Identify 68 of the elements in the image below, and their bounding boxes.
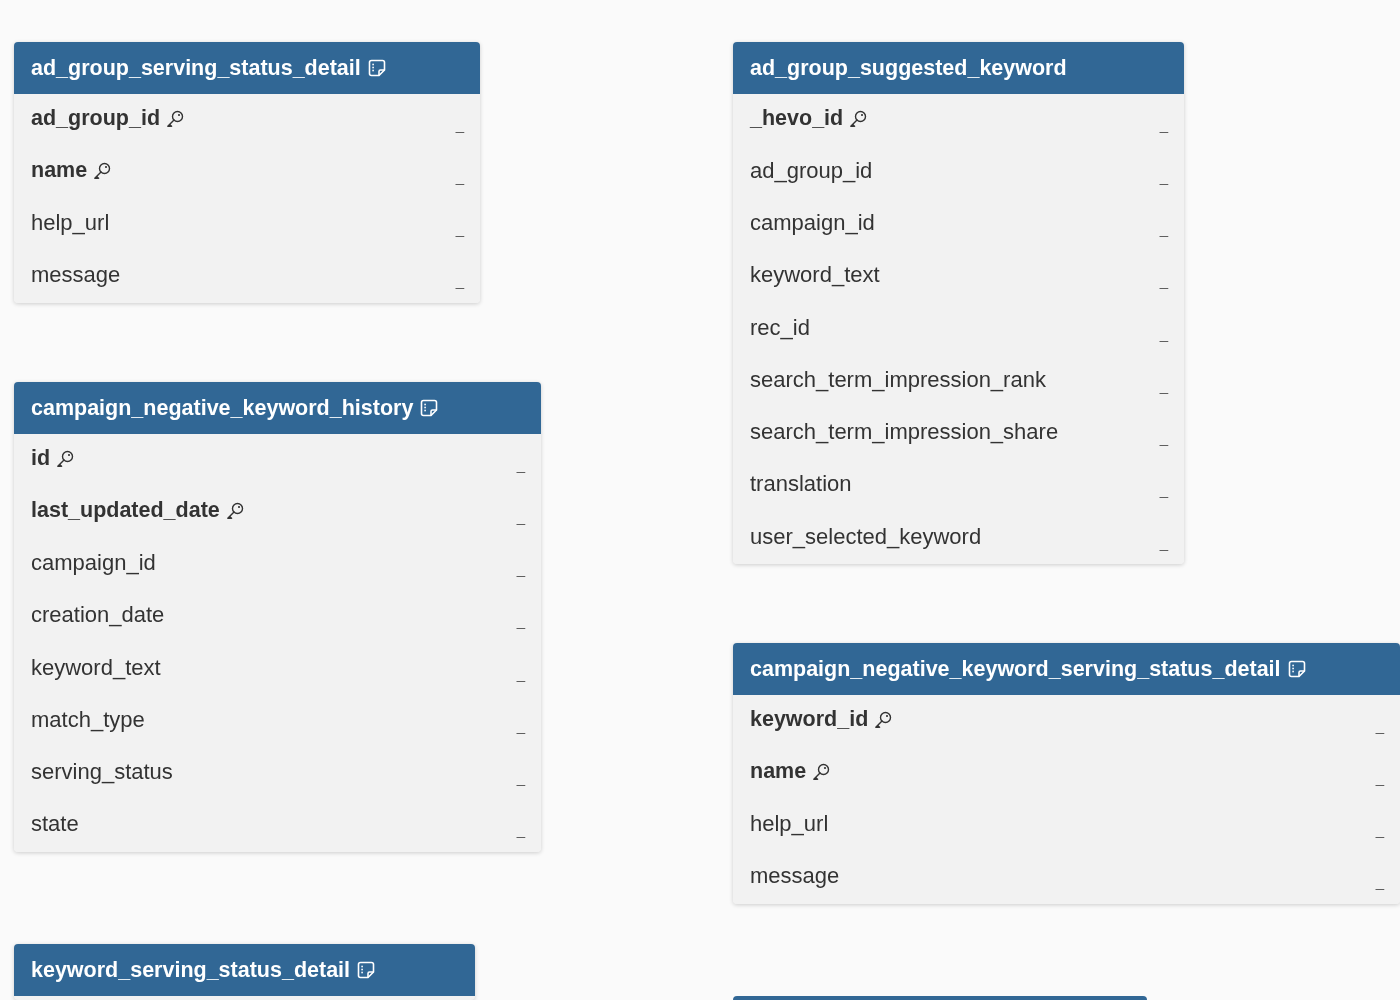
- column-name: name: [31, 158, 88, 185]
- table-title: campaign_negative_keyword_serving_status_detail: [750, 656, 1281, 682]
- column-name: keyword_id: [750, 707, 869, 734]
- table-title: ad_group_serving_status_detail: [31, 55, 361, 81]
- column-type: _: [516, 559, 525, 578]
- table-card: [733, 643, 1400, 904]
- column-name: campaign_id: [31, 550, 156, 578]
- column-type: _: [455, 166, 464, 185]
- column-type: _: [1159, 323, 1168, 342]
- column-type: _: [1159, 219, 1168, 238]
- table-row: [733, 512, 1184, 565]
- column-name: id: [31, 446, 51, 473]
- column-type: _: [1159, 375, 1168, 394]
- table-card: [733, 42, 1184, 565]
- table-title: ad_group_suggested_keyword: [750, 55, 1067, 81]
- table-card: [14, 42, 480, 303]
- table-title: campaign_negative_keyword_history: [31, 395, 414, 421]
- column-type: _: [516, 611, 525, 630]
- column-name: last_updated_date: [31, 498, 220, 525]
- column-name: match_type: [31, 706, 145, 734]
- column-name: search_term_impression_share: [750, 419, 1059, 447]
- column-type: _: [455, 271, 464, 290]
- table-row: [14, 434, 541, 487]
- column-name: ad_group_id: [31, 106, 160, 133]
- column-type: _: [516, 768, 525, 787]
- column-name: serving_status: [31, 759, 173, 787]
- table-card: [14, 382, 541, 852]
- column-name: help_url: [31, 210, 110, 238]
- column-type: _: [1375, 820, 1384, 839]
- column-type: _: [1375, 715, 1384, 734]
- table-row: [733, 94, 1184, 147]
- table-row: [14, 799, 541, 852]
- column-name: user_selected_keyword: [750, 523, 982, 551]
- column-name: message: [750, 863, 840, 891]
- column-type: _: [1159, 114, 1168, 133]
- column-name: keyword_text: [750, 262, 880, 290]
- column-type: _: [516, 454, 525, 473]
- column-type: _: [455, 114, 464, 133]
- column-type: _: [1159, 271, 1168, 290]
- column-type: _: [455, 219, 464, 238]
- column-name: _hevo_id: [750, 106, 844, 133]
- column-name: state: [31, 811, 79, 839]
- column-name: keyword_text: [31, 654, 161, 682]
- column-name: search_term_impression_rank: [750, 366, 1046, 394]
- column-name: name: [750, 759, 807, 786]
- column-type: _: [1159, 166, 1168, 185]
- column-type: _: [1159, 532, 1168, 551]
- column-type: _: [516, 820, 525, 839]
- column-name: help_url: [750, 811, 829, 839]
- table-row: [14, 250, 480, 303]
- table-row: [733, 851, 1400, 904]
- table-row: [14, 94, 480, 147]
- column-type: _: [516, 715, 525, 734]
- column-type: _: [1375, 872, 1384, 891]
- column-type: _: [1375, 767, 1384, 786]
- table-header: [733, 996, 1147, 1000]
- column-name: translation: [750, 471, 852, 499]
- column-type: _: [1159, 428, 1168, 447]
- column-name: creation_date: [31, 602, 165, 630]
- table-title: keyword_serving_status_detail: [31, 957, 351, 983]
- column-name: message: [31, 262, 121, 290]
- column-type: _: [1159, 480, 1168, 499]
- column-type: _: [516, 663, 525, 682]
- column-type: _: [516, 506, 525, 525]
- table-row: [733, 695, 1400, 748]
- column-name: ad_group_id: [750, 157, 873, 185]
- column-name: rec_id: [750, 314, 810, 342]
- column-name: campaign_id: [750, 210, 875, 238]
